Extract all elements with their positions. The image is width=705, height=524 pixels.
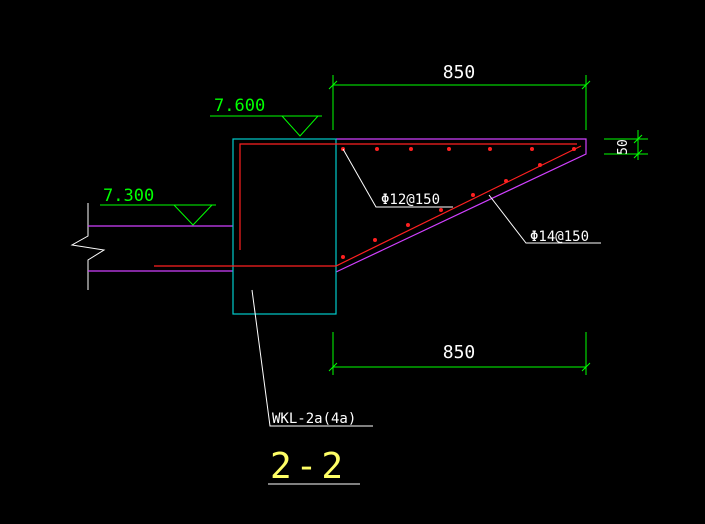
- rebar-upper-label: Φ12@150: [381, 192, 440, 208]
- bottom-dimension: [328, 332, 591, 375]
- rebar-dots: [341, 147, 576, 259]
- elevation-top-value: 7.600: [214, 96, 265, 116]
- top-dimension-value: 850: [443, 62, 476, 83]
- rebar-lower-label: Φ14@150: [530, 229, 589, 245]
- slab-edges: [88, 138, 587, 273]
- elevation-marker-slab: [100, 204, 216, 226]
- section-title: 2-2: [270, 446, 347, 487]
- rebar-lines: [154, 143, 582, 267]
- top-dimension: [328, 75, 591, 130]
- beam-label: WKL-2a(4a): [272, 411, 356, 427]
- elevation-slab-value: 7.300: [103, 186, 154, 206]
- beam-outline: [232, 138, 337, 315]
- tip-dimension-value: 50: [616, 139, 631, 155]
- leader-lines: [251, 148, 601, 485]
- tip-dimension: [604, 130, 648, 160]
- slab-break-line: [70, 203, 106, 290]
- bottom-dimension-value: 850: [443, 342, 476, 363]
- elevation-marker-top: [210, 115, 322, 137]
